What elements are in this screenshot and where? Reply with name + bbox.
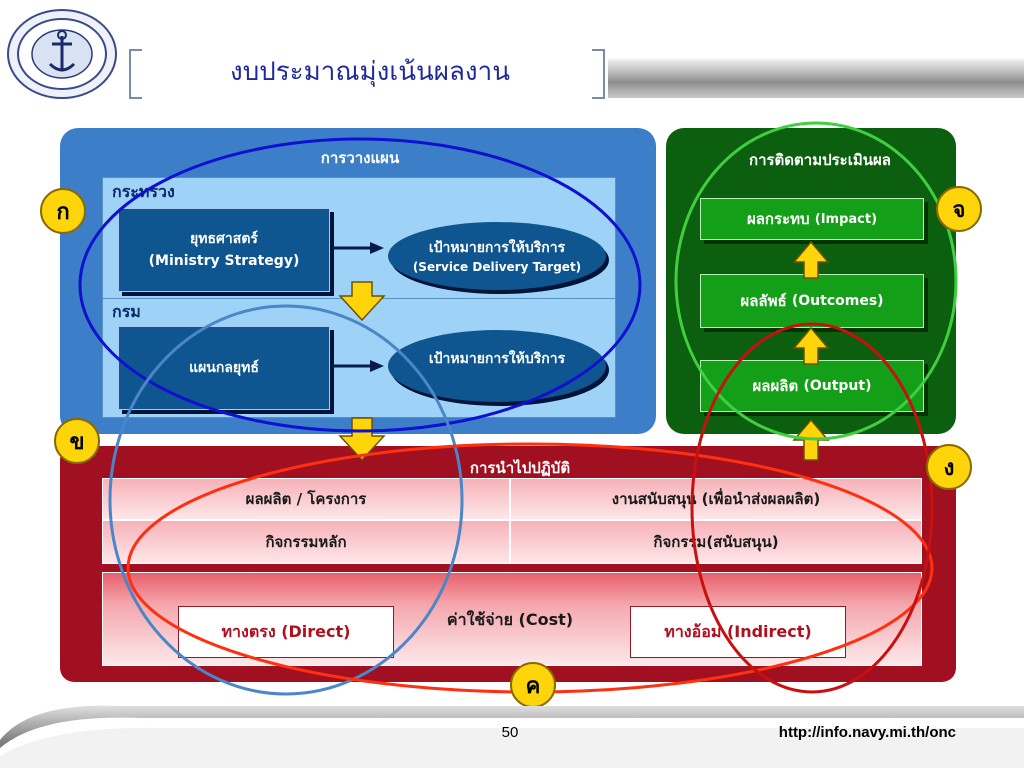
header-decor-bar xyxy=(608,58,1024,98)
page-title: งบประมาณมุ่งเน้นผลงาน xyxy=(230,57,510,87)
ministry-target-th: เป้าหมายการให้บริการ xyxy=(428,240,566,256)
right-arrow-icon-department xyxy=(332,360,384,372)
impact-en: (Impact) xyxy=(814,211,878,227)
department-label: กรม xyxy=(112,302,141,321)
right-arrow-icon-ministry xyxy=(332,242,384,254)
ministry-strategy-en: (Ministry Strategy) xyxy=(148,253,300,269)
outcomes-box: ผลลัพธ์ (Outcomes) xyxy=(700,274,924,328)
dept-strategy-box: แผนกลยุทธ์ xyxy=(118,326,330,410)
outcomes-en: (Outcomes) xyxy=(791,293,884,309)
implementation-heading: การนำไปปฏิบัติ xyxy=(469,459,571,477)
ring-orange-implementation xyxy=(126,442,934,694)
up-arrow-icon-outcomes-to-impact xyxy=(792,240,830,279)
navy-seal-emblem-icon xyxy=(7,9,117,99)
support-work-cell: งานสนับสนุน (เพื่อนำส่งผลผลิต) xyxy=(510,478,922,520)
footer-decor xyxy=(0,705,1024,768)
outcomes-th: ผลลัพธ์ xyxy=(740,292,787,310)
impact-box: ผลกระทบ (Impact) xyxy=(700,198,924,240)
dept-strategy-text: แผนกลยุทธ์ xyxy=(189,360,259,376)
dept-target-ellipse: เป้าหมายการให้บริการ xyxy=(388,330,606,402)
ministry-strategy-th: ยุทธศาสตร์ xyxy=(190,231,258,247)
impact-th: ผลกระทบ xyxy=(746,210,810,228)
badge-ko: ก xyxy=(40,188,86,234)
ring-red-output xyxy=(690,322,934,694)
badge-cho: จ xyxy=(936,186,982,232)
ministry-target-ellipse: เป้าหมายการให้บริการ (Service Delivery T… xyxy=(388,222,606,290)
indirect-cost-box: ทางอ้อม (Indirect) xyxy=(630,606,846,658)
ministry-target-en: (Service Delivery Target) xyxy=(412,260,582,274)
ring-green-monitoring xyxy=(674,121,958,441)
ring-lightblue-strategy xyxy=(108,304,464,696)
cost-label: ค่าใช้จ่าย (Cost) xyxy=(446,610,574,629)
badge-ngo: ง xyxy=(926,444,972,490)
title-bracket xyxy=(129,49,605,99)
down-arrow-icon-planning-to-implementation xyxy=(338,417,386,462)
footer-url[interactable]: http://info.navy.mi.th/onc xyxy=(778,724,956,741)
monitoring-heading: การติดตามประเมินผล xyxy=(749,151,891,169)
support-activities-cell: กิจกรรม(สนับสนุน) xyxy=(510,520,922,564)
up-arrow-icon-output-to-outcomes xyxy=(792,326,830,365)
badge-kho: ข xyxy=(54,418,100,464)
main-activities-cell: กิจกรรมหลัก xyxy=(102,520,510,564)
output-box: ผลผลิต (Output) xyxy=(700,360,924,412)
direct-cost-box: ทางตรง (Direct) xyxy=(178,606,394,658)
planning-heading: การวางแผน xyxy=(320,149,400,167)
ring-blue-planning xyxy=(78,137,642,433)
output-en: (Output) xyxy=(803,378,872,394)
dept-target-text: เป้าหมายการให้บริการ xyxy=(428,351,566,367)
page-number: 50 xyxy=(501,724,519,741)
ministry-strategy-box: ยุทธศาสตร์ (Ministry Strategy) xyxy=(118,208,330,292)
down-arrow-icon-ministry-to-department xyxy=(338,281,386,322)
output-th: ผลผลิต xyxy=(752,377,799,395)
